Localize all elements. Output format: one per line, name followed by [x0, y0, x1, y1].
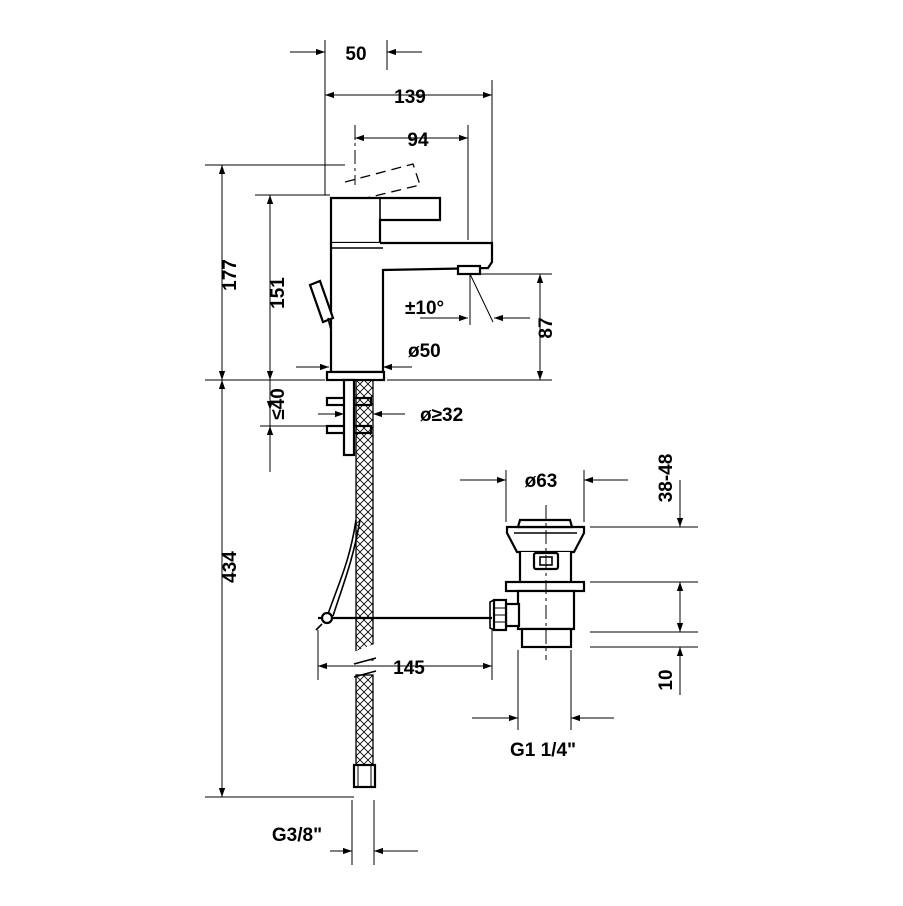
label-10: 10	[656, 669, 677, 690]
label-177: 177	[220, 259, 241, 291]
dimension-lines	[205, 40, 698, 865]
waste-flange	[504, 580, 586, 593]
label-139: 139	[394, 87, 426, 108]
aerator	[456, 264, 482, 276]
mounting-assembly	[315, 378, 492, 789]
label-waste-diameter: ø63	[525, 471, 558, 492]
label-waste-thread: G1 1/4"	[510, 740, 576, 761]
label-base-diameter: ø50	[408, 341, 441, 362]
label-range: 38-48	[656, 454, 677, 503]
threaded-rod	[342, 378, 356, 457]
rod-clamp	[320, 611, 334, 625]
waste-valve	[489, 505, 586, 660]
label-87: 87	[536, 317, 557, 338]
label-max40: ≤40	[268, 388, 289, 420]
label-151: 151	[268, 277, 289, 309]
lever-handle	[329, 196, 442, 245]
popup-rod	[308, 279, 335, 324]
label-angle: ±10°	[405, 298, 444, 319]
side-port	[504, 602, 521, 628]
label-hole-diameter: ø≥32	[420, 405, 463, 426]
hose-nut	[352, 763, 377, 789]
label-50: 50	[345, 44, 366, 65]
base-ring	[325, 370, 386, 382]
label-145: 145	[393, 658, 425, 679]
dimension-labels: 50 139 94 177 151 ±10° 87 ø50 ≤40 ø≥32 4…	[220, 44, 677, 846]
faucet-body	[308, 125, 494, 382]
label-434: 434	[220, 551, 241, 583]
label-hose-thread: G3/8"	[272, 825, 322, 846]
label-94: 94	[407, 130, 429, 151]
